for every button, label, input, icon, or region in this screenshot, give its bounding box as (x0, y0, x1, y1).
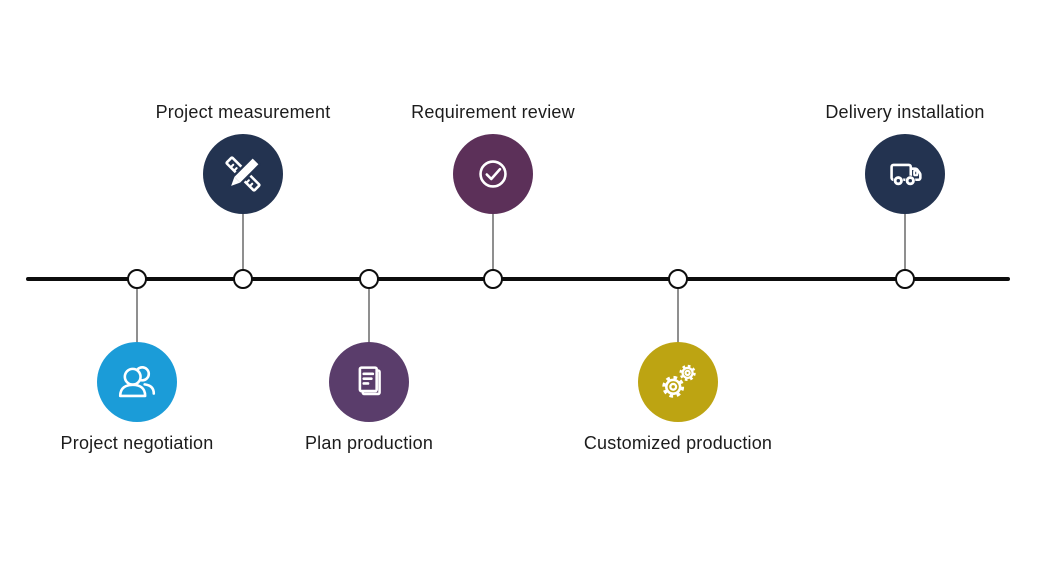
connector-line (492, 212, 494, 270)
ruler-pencil-icon (225, 156, 261, 192)
timeline-node (233, 269, 253, 289)
users-icon (118, 366, 156, 398)
timeline-node (359, 269, 379, 289)
step-label: Customized production (583, 433, 773, 453)
connector-line (368, 288, 370, 344)
step-icon-badge (638, 342, 718, 422)
document-icon (358, 366, 381, 396)
gears-icon (661, 364, 696, 399)
connector-line (904, 212, 906, 270)
timeline-node (127, 269, 147, 289)
step-icon-badge (97, 342, 177, 422)
truck-icon (890, 163, 922, 186)
timeline-step-project-negotiation: Project negotiation (7, 0, 267, 561)
timeline-step-customized-production: Customized production (548, 0, 808, 561)
step-label: Project measurement (155, 102, 331, 122)
step-icon-badge (453, 134, 533, 214)
timeline-node (668, 269, 688, 289)
step-icon-badge (203, 134, 283, 214)
check-circle-icon (479, 160, 507, 188)
step-label: Project negotiation (60, 433, 214, 453)
timeline-step-plan-production: Plan production (239, 0, 499, 561)
connector-line (242, 212, 244, 270)
connector-line (136, 288, 138, 344)
timeline-step-requirement-review: Requirement review (363, 0, 623, 561)
connector-line (677, 288, 679, 344)
timeline-step-delivery-installation: Delivery installation (775, 0, 1035, 561)
step-icon-badge (329, 342, 409, 422)
timeline-node (895, 269, 915, 289)
step-label: Delivery installation (825, 102, 985, 122)
timeline-axis-line (26, 277, 1010, 281)
step-label: Plan production (304, 433, 434, 453)
timeline-node (483, 269, 503, 289)
step-icon-badge (865, 134, 945, 214)
step-label: Requirement review (411, 102, 575, 122)
timeline-step-project-measurement: Project measurement (113, 0, 373, 561)
